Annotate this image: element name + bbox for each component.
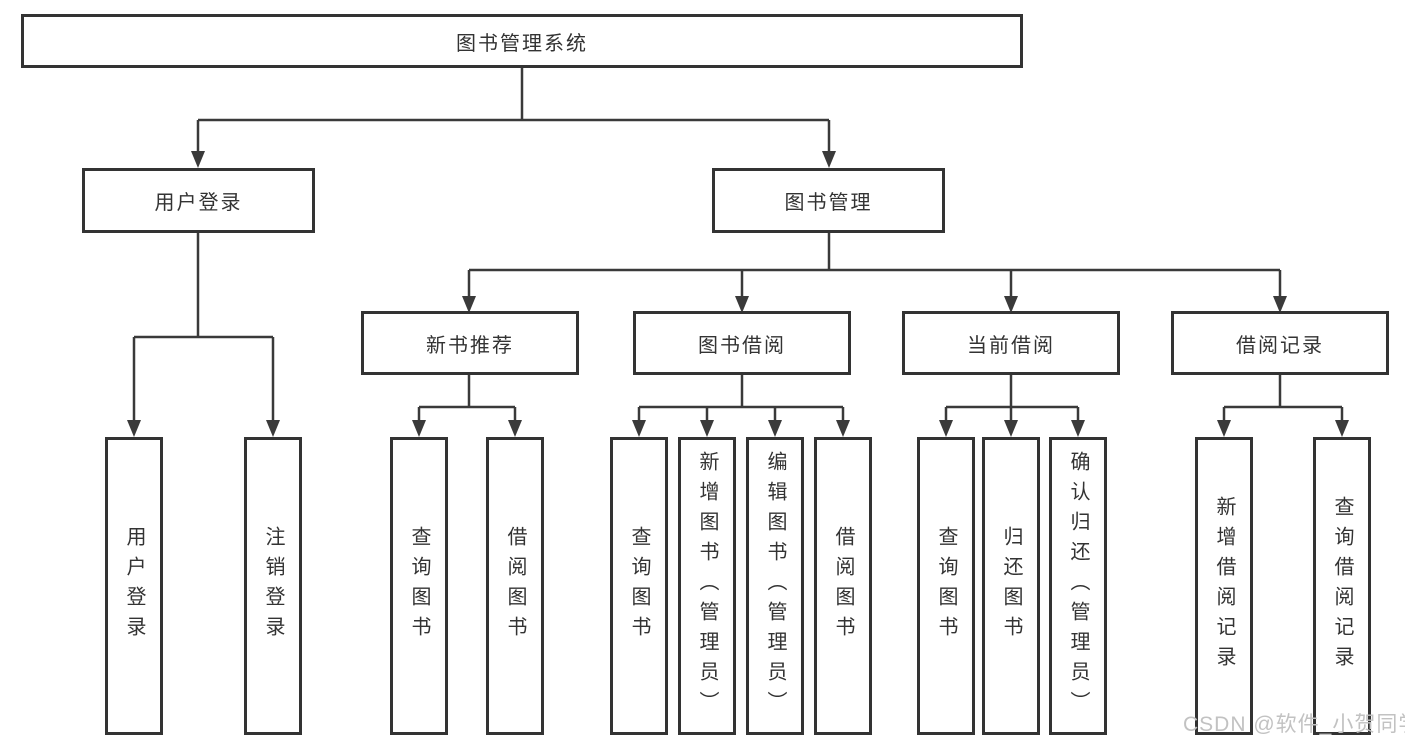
arrowhead xyxy=(822,151,836,168)
arrowhead xyxy=(939,420,953,437)
leaf-add-books-admin: 新增图书（管理员） xyxy=(678,437,736,735)
arrowhead xyxy=(508,420,522,437)
node-borrowing-records: 借阅记录 xyxy=(1171,311,1389,375)
leaf-query-books-recommend: 查询图书 xyxy=(390,437,448,735)
arrowhead xyxy=(127,420,141,437)
arrowhead xyxy=(1335,420,1349,437)
arrowhead xyxy=(700,420,714,437)
arrowhead xyxy=(836,420,850,437)
node-new-book-recommend: 新书推荐 xyxy=(361,311,579,375)
leaf-edit-books-admin: 编辑图书（管理员） xyxy=(746,437,804,735)
arrowhead xyxy=(412,420,426,437)
csdn-watermark: CSDN @软件_小贺同学 xyxy=(1183,713,1405,736)
leaf-add-borrow-record: 新增借阅记录 xyxy=(1195,437,1253,735)
arrowhead xyxy=(191,151,205,168)
node-library-management-system: 图书管理系统 xyxy=(21,14,1023,68)
node-user-login: 用户登录 xyxy=(82,168,315,233)
leaf-query-books-borrowing: 查询图书 xyxy=(610,437,668,735)
leaf-confirm-return-admin: 确认归还（管理员） xyxy=(1049,437,1107,735)
leaf-query-books-current: 查询图书 xyxy=(917,437,975,735)
leaf-return-books: 归还图书 xyxy=(982,437,1040,735)
arrowhead xyxy=(1071,420,1085,437)
arrowhead xyxy=(266,420,280,437)
leaf-user-login: 用户登录 xyxy=(105,437,163,735)
arrowhead xyxy=(768,420,782,437)
leaf-borrow-books: 借阅图书 xyxy=(814,437,872,735)
arrowhead xyxy=(1217,420,1231,437)
node-book-borrowing: 图书借阅 xyxy=(633,311,851,375)
node-book-management: 图书管理 xyxy=(712,168,945,233)
leaf-logout: 注销登录 xyxy=(244,437,302,735)
arrowhead xyxy=(1004,420,1018,437)
node-current-borrowing: 当前借阅 xyxy=(902,311,1120,375)
leaf-query-borrow-record: 查询借阅记录 xyxy=(1313,437,1371,735)
leaf-borrow-books-recommend: 借阅图书 xyxy=(486,437,544,735)
arrowhead xyxy=(632,420,646,437)
